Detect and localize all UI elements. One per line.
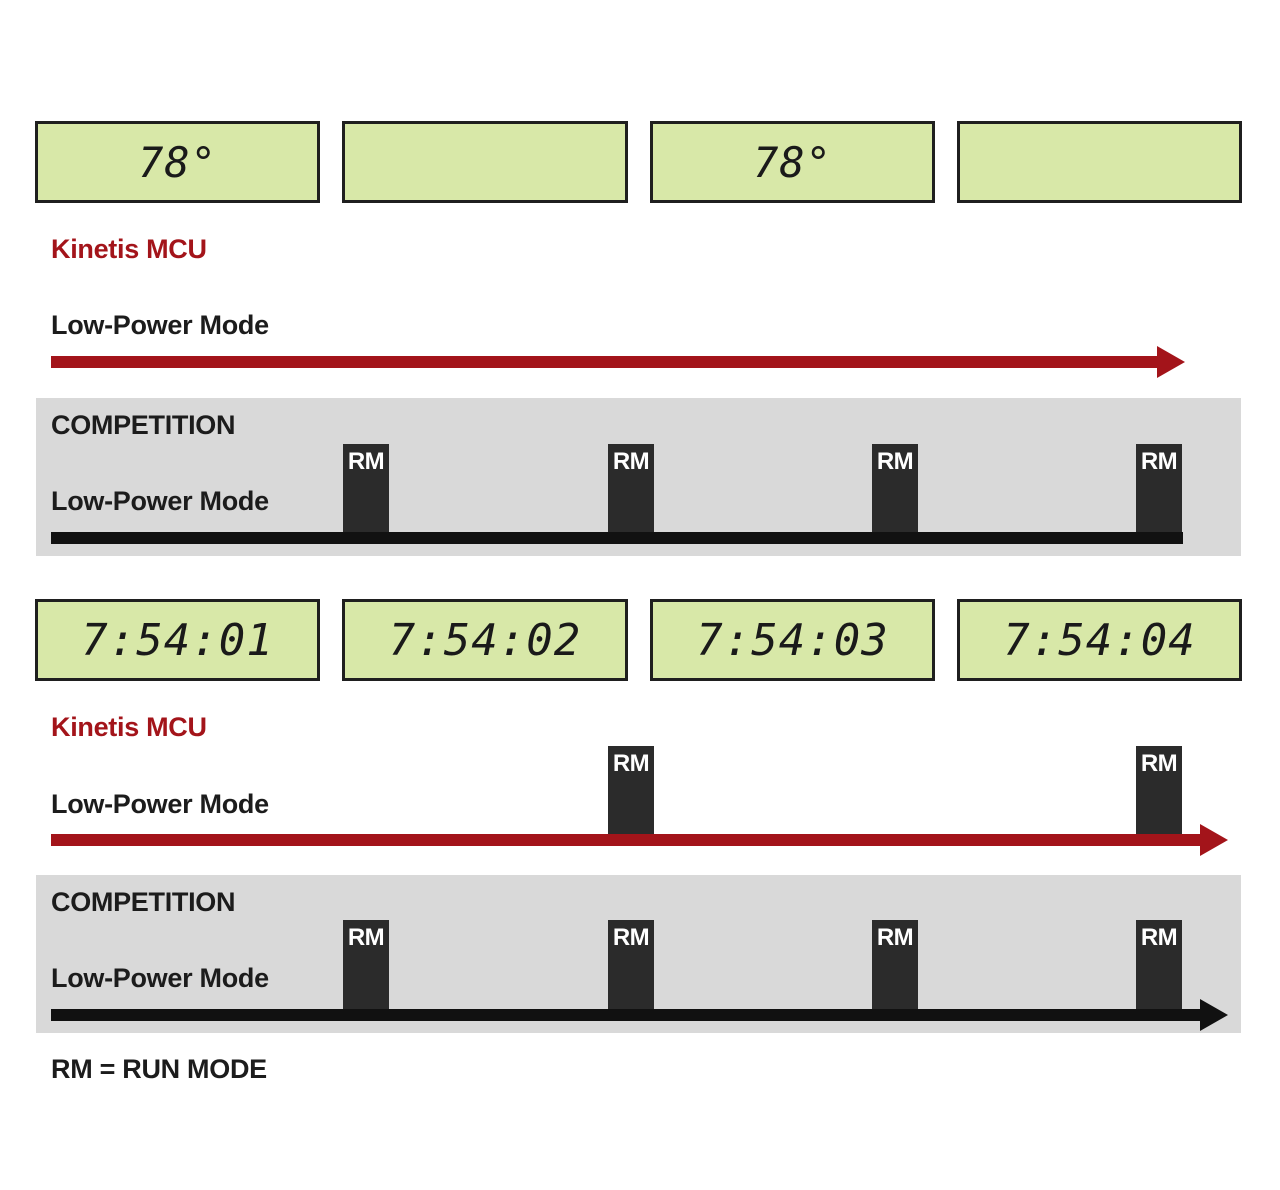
kinetis-arrow-icon xyxy=(1157,346,1185,378)
competition-label: COMPETITION xyxy=(51,887,236,917)
competition-mode-label: Low-Power Mode xyxy=(51,963,269,993)
kinetis-timeline-bar xyxy=(51,834,1204,846)
kinetis-arrow-icon xyxy=(1200,824,1228,856)
competition-arrow-icon xyxy=(1200,999,1228,1031)
lcd-display-2 xyxy=(342,121,628,203)
competition-timeline-bar xyxy=(51,1009,1204,1021)
run-mode-pulse: RM xyxy=(343,920,389,1010)
competition-label: COMPETITION xyxy=(51,410,236,440)
kinetis-mode-label: Low-Power Mode xyxy=(51,789,269,819)
run-mode-pulse: RM xyxy=(608,746,654,836)
run-mode-pulse: RM xyxy=(872,444,918,534)
run-mode-pulse: RM xyxy=(1136,746,1182,836)
lcd-display-4 xyxy=(957,121,1242,203)
competition-timeline-bar xyxy=(51,532,1183,544)
run-mode-pulse: RM xyxy=(343,444,389,534)
lcd-display-4: 7:54:04 xyxy=(957,599,1242,681)
legend-text: RM = RUN MODE xyxy=(51,1054,267,1084)
run-mode-pulse: RM xyxy=(872,920,918,1010)
kinetis-timeline-bar xyxy=(51,356,1161,368)
lcd-display-1: 7:54:01 xyxy=(35,599,320,681)
lcd-display-3: 78° xyxy=(650,121,935,203)
kinetis-label: Kinetis MCU xyxy=(51,712,207,742)
run-mode-pulse: RM xyxy=(608,444,654,534)
run-mode-pulse: RM xyxy=(1136,444,1182,534)
competition-mode-label: Low-Power Mode xyxy=(51,486,269,516)
lcd-display-3: 7:54:03 xyxy=(650,599,935,681)
run-mode-pulse: RM xyxy=(608,920,654,1010)
run-mode-pulse: RM xyxy=(1136,920,1182,1010)
kinetis-label: Kinetis MCU xyxy=(51,234,207,264)
lcd-display-2: 7:54:02 xyxy=(342,599,628,681)
top-section: 78° 78° Kinetis MCU Low-Power Mode COMPE… xyxy=(0,0,1280,570)
lcd-display-1: 78° xyxy=(35,121,320,203)
kinetis-mode-label: Low-Power Mode xyxy=(51,310,269,340)
